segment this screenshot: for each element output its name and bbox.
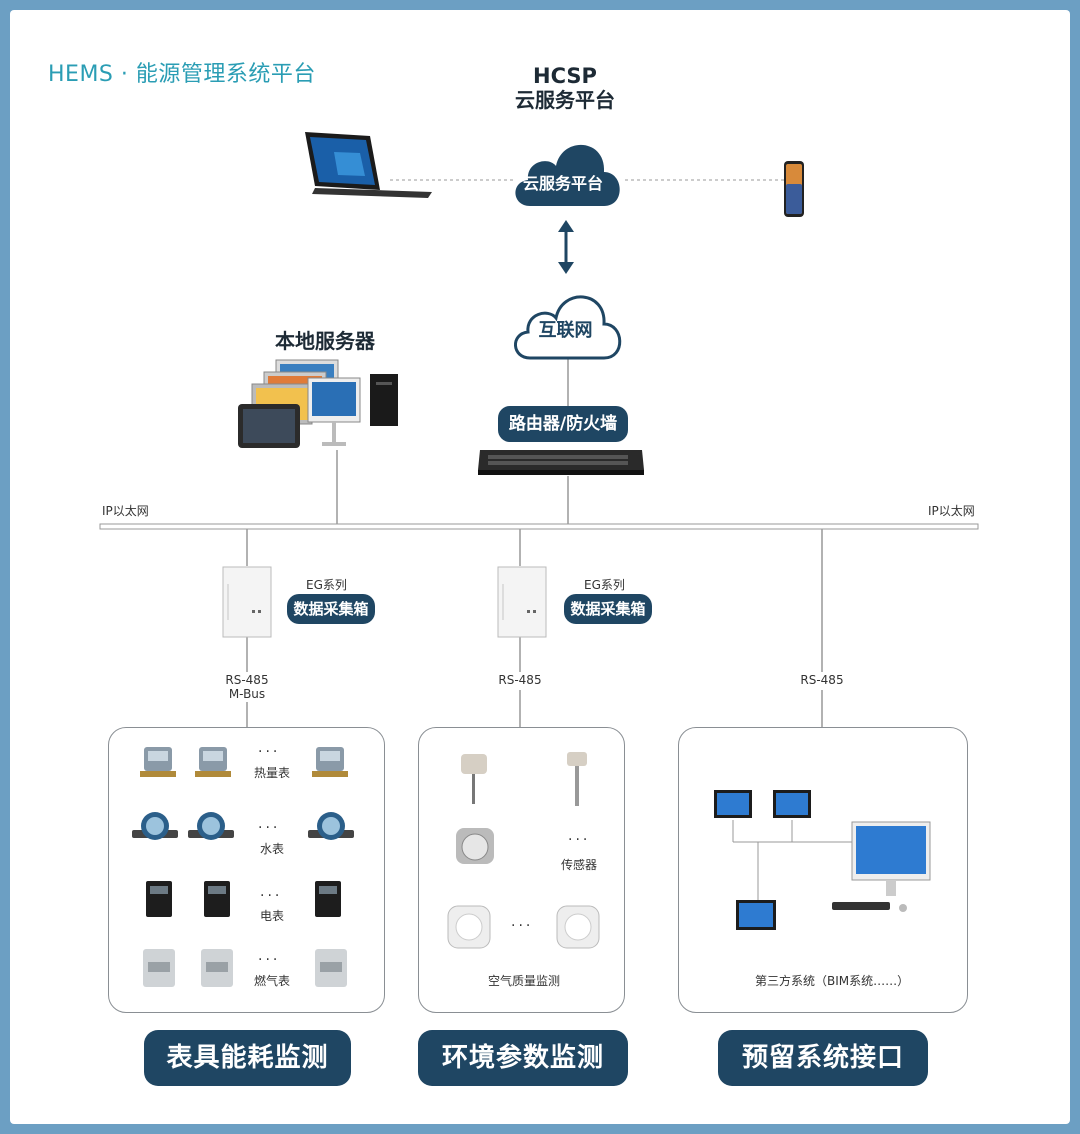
ethernet-label-right: IP以太网 bbox=[928, 504, 975, 518]
heat-meter-icon bbox=[140, 747, 176, 777]
air-quality-ellipsis: ··· bbox=[511, 918, 534, 934]
page-title: HEMS · 能源管理系统平台 bbox=[48, 62, 316, 87]
cloud-platform-heading-line2: 云服务平台 bbox=[515, 88, 615, 112]
gas-meter-label: 燃气表 bbox=[254, 974, 291, 988]
air-quality-monitor-icon bbox=[556, 905, 600, 949]
electric-meter-icon bbox=[315, 881, 341, 917]
gateway-1-name: 数据采集箱 bbox=[287, 594, 375, 624]
heat-meter-label: 热量表 bbox=[254, 766, 291, 780]
internet-cloud-icon bbox=[514, 295, 622, 360]
electric-meter-icon bbox=[204, 881, 230, 917]
cloud-service-label: 云服务平台 bbox=[522, 174, 603, 193]
meters-ellipsis: ··· bbox=[258, 952, 281, 968]
gateway-1-protocol-rs485: RS-485 bbox=[225, 673, 269, 687]
data-collector-box-icon bbox=[222, 566, 272, 638]
temperature-probe-icon bbox=[461, 754, 487, 804]
gas-meter-icon bbox=[201, 949, 233, 987]
gateway-2-series: EG系列 bbox=[584, 578, 625, 592]
internet-label: 互联网 bbox=[538, 320, 593, 341]
sensor-ellipsis: ··· bbox=[568, 832, 591, 848]
meters-ellipsis: ··· bbox=[258, 820, 281, 836]
gateway-2-name: 数据采集箱 bbox=[564, 594, 652, 624]
meters-ellipsis: ··· bbox=[260, 888, 283, 904]
data-collector-box-icon bbox=[497, 566, 547, 638]
water-meter-icon bbox=[308, 812, 354, 840]
meters-ellipsis: ··· bbox=[258, 744, 281, 760]
laptop-icon bbox=[305, 132, 432, 198]
gateway-1-series: EG系列 bbox=[306, 578, 347, 592]
third-party-label: 第三方系统（BIM系统……） bbox=[755, 974, 910, 988]
third-party-network-icon bbox=[714, 790, 931, 930]
section-environment-monitoring[interactable]: 环境参数监测 bbox=[418, 1030, 628, 1086]
air-quality-label: 空气质量监测 bbox=[488, 974, 561, 988]
sensor-label: 传感器 bbox=[561, 858, 598, 872]
gas-meter-icon bbox=[315, 949, 347, 987]
network-switch-icon bbox=[478, 450, 644, 475]
pressure-sensor-icon bbox=[456, 828, 494, 864]
cloud-platform-heading-line1: HCSP bbox=[533, 64, 597, 88]
cloud-platform-heading: HCSP 云服务平台 bbox=[470, 64, 660, 112]
section-meter-monitoring[interactable]: 表具能耗监测 bbox=[144, 1030, 351, 1086]
gateway-1-protocol: RS-485 M-Bus bbox=[222, 673, 272, 701]
third-party-protocol: RS-485 bbox=[800, 673, 844, 687]
heat-meter-icon bbox=[312, 747, 348, 777]
local-server-label: 本地服务器 bbox=[275, 329, 375, 353]
gateway-2-protocol: RS-485 bbox=[498, 673, 542, 687]
cloud-service-icon bbox=[515, 144, 620, 206]
heat-meter-icon bbox=[195, 747, 231, 777]
router-firewall-label: 路由器/防火墙 bbox=[498, 406, 628, 442]
section-reserved-interface[interactable]: 预留系统接口 bbox=[718, 1030, 928, 1086]
gas-meter-icon bbox=[143, 949, 175, 987]
environment-panel bbox=[418, 727, 625, 1013]
air-quality-monitor-icon bbox=[447, 905, 491, 949]
gateway-1-protocol-mbus: M-Bus bbox=[228, 687, 266, 701]
electric-meter-label: 电表 bbox=[260, 909, 285, 923]
smartphone-icon bbox=[784, 161, 804, 217]
local-server-icon bbox=[238, 359, 398, 448]
duct-probe-icon bbox=[567, 752, 587, 806]
water-meter-icon bbox=[188, 812, 234, 840]
water-meter-label: 水表 bbox=[260, 842, 285, 856]
water-meter-icon bbox=[132, 812, 178, 840]
electric-meter-icon bbox=[146, 881, 172, 917]
ethernet-label-left: IP以太网 bbox=[102, 504, 149, 518]
